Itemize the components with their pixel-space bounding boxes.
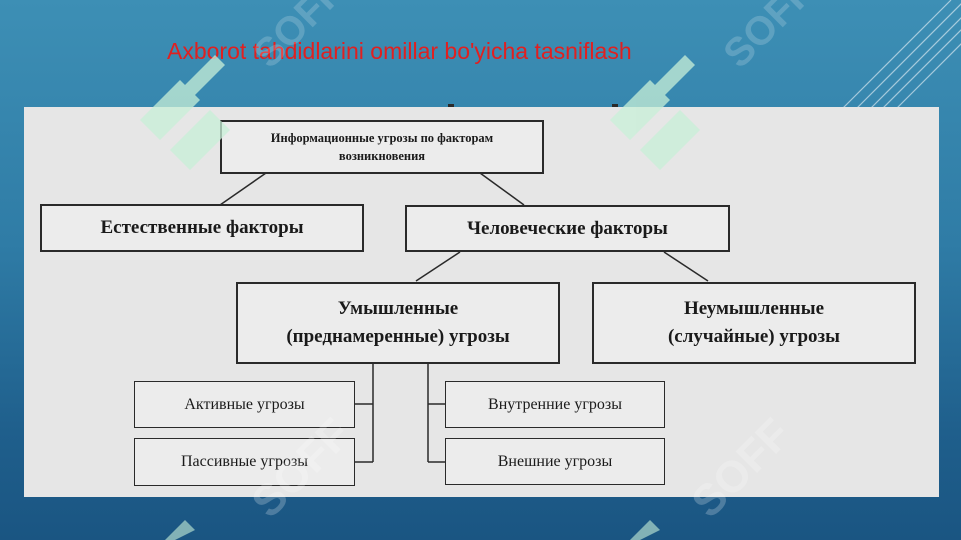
- svg-text:SOFF: SOFF: [715, 0, 820, 76]
- root-box: Информационные угрозы по факторам возник…: [220, 120, 544, 174]
- soff-watermark-fragment: [165, 520, 195, 540]
- soff-watermark-text: SOFF: [690, 409, 800, 527]
- diagram-image: Информационные угрозы по факторам возник…: [24, 104, 939, 497]
- soff-watermark-fragment: [630, 520, 660, 540]
- soff-watermark-logo: SOFF: [610, 0, 820, 170]
- soff-watermark-text: SOFF: [250, 409, 360, 527]
- svg-text:SOFF: SOFF: [690, 409, 800, 527]
- decorative-stripes: [840, 0, 961, 110]
- internal-threats-box: Внутренние угрозы: [445, 381, 665, 428]
- slide-title: Axborot tahdidlarini omillar bo'yicha ta…: [167, 38, 632, 64]
- connector-lines: [219, 172, 709, 463]
- soff-watermark-logo: SOFF: [140, 0, 350, 170]
- cropped-heading-remnant: [448, 104, 618, 107]
- svg-text:SOFF: SOFF: [250, 409, 360, 527]
- passive-threats-box: Пассивные угрозы: [134, 438, 355, 486]
- svg-text:SOFF: SOFF: [245, 0, 350, 76]
- unintentional-threats-box: Неумышленные (случайные) угрозы: [592, 282, 916, 364]
- external-threats-box: Внешние угрозы: [445, 438, 665, 485]
- human-factors-box: Человеческие факторы: [405, 205, 730, 252]
- natural-factors-box: Естественные факторы: [40, 204, 364, 252]
- active-threats-box: Активные угрозы: [134, 381, 355, 428]
- intentional-threats-box: Умышленные (преднамеренные) угрозы: [236, 282, 560, 364]
